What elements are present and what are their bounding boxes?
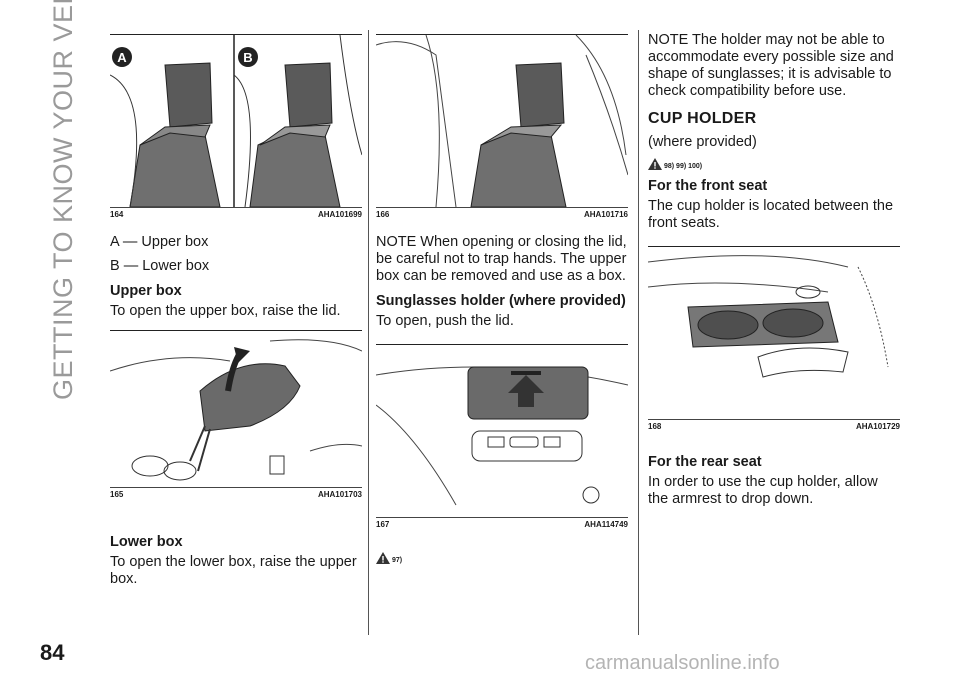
- figure-code: AHA114749: [584, 520, 628, 529]
- figure-code: AHA101703: [317, 490, 362, 499]
- figure-caption: 166 AHA101716: [376, 207, 628, 222]
- column-3: NOTE The holder may not be able to accom…: [648, 32, 900, 515]
- figure-caption: 165 AHA101703: [110, 487, 362, 502]
- legend-a: A — Upper box: [110, 234, 209, 250]
- figure-number: 164: [110, 210, 124, 219]
- note-sunglasses-compat: NOTE The holder may not be able to accom…: [648, 32, 894, 99]
- heading-front-seat: For the front seat: [648, 178, 768, 194]
- warning-reference: 97): [376, 552, 628, 564]
- heading-lower-box: Lower box: [110, 534, 183, 550]
- removable-box-illustration: [376, 35, 628, 207]
- text-rear-seat: In order to use the cup holder, allow th…: [648, 474, 878, 507]
- legend-b: B — Lower box: [110, 258, 210, 274]
- figure-caption: 168 AHA101729: [648, 419, 900, 434]
- watermark: carmanualsonline.info: [585, 652, 780, 674]
- text-sunglasses-holder: To open, push the lid.: [376, 313, 514, 329]
- cup-holder-illustration: [648, 255, 889, 378]
- heading-cup-holder: CUP HOLDER: [648, 110, 757, 127]
- figure-number: 165: [110, 490, 124, 499]
- figure-168: 168 AHA101729: [648, 246, 900, 434]
- figure-code: AHA101716: [583, 210, 628, 219]
- column-2: 166 AHA101716 NOTE When opening or closi…: [376, 34, 628, 570]
- sunglasses-holder-illustration: [376, 366, 628, 506]
- warning-refs: 97): [392, 557, 403, 564]
- figure-caption: 164 AHA101699: [110, 207, 362, 222]
- heading-sunglasses-holder: Sunglasses holder (where provided): [376, 293, 626, 309]
- figure-165: 165 AHA101703: [110, 330, 362, 502]
- figure-166: 166 AHA101716: [376, 34, 628, 222]
- figure-number: 166: [376, 210, 390, 219]
- figure-167: 167 AHA114749: [376, 344, 628, 532]
- column-divider: [638, 30, 639, 635]
- column-divider: [368, 30, 369, 635]
- warning-icon: [648, 158, 662, 170]
- text-where-provided: (where provided): [648, 134, 757, 150]
- warning-reference: 98) 99) 100): [648, 158, 900, 170]
- heading-upper-box: Upper box: [110, 283, 182, 299]
- section-side-title: GETTING TO KNOW YOUR VEHICLE: [48, 0, 78, 400]
- callout-a: A: [117, 50, 127, 65]
- page-number: 84: [40, 640, 65, 665]
- figure-164: A B 164 AHA101699: [110, 34, 362, 222]
- figure-number: 168: [648, 422, 662, 431]
- callout-b: B: [243, 50, 252, 65]
- figure-code: AHA101699: [317, 210, 362, 219]
- armrest-boxes-illustration: A B: [110, 35, 362, 207]
- text-lower-box: To open the lower box, raise the upper b…: [110, 554, 357, 587]
- warning-icon: [376, 552, 390, 564]
- note-trap-hands: NOTE When opening or closing the lid, be…: [376, 234, 627, 284]
- figure-number: 167: [376, 520, 390, 529]
- figure-code: AHA101729: [855, 422, 900, 431]
- figure-caption: 167 AHA114749: [376, 517, 628, 532]
- warning-refs: 98) 99) 100): [664, 163, 703, 170]
- text-front-seat: The cup holder is located between the fr…: [648, 198, 894, 231]
- column-1: A B 164 AHA101699 A — Upper box B — Lowe…: [110, 34, 362, 595]
- armrest-lid-illustration: [110, 339, 362, 481]
- text-upper-box: To open the upper box, raise the lid.: [110, 303, 341, 319]
- heading-rear-seat: For the rear seat: [648, 454, 762, 470]
